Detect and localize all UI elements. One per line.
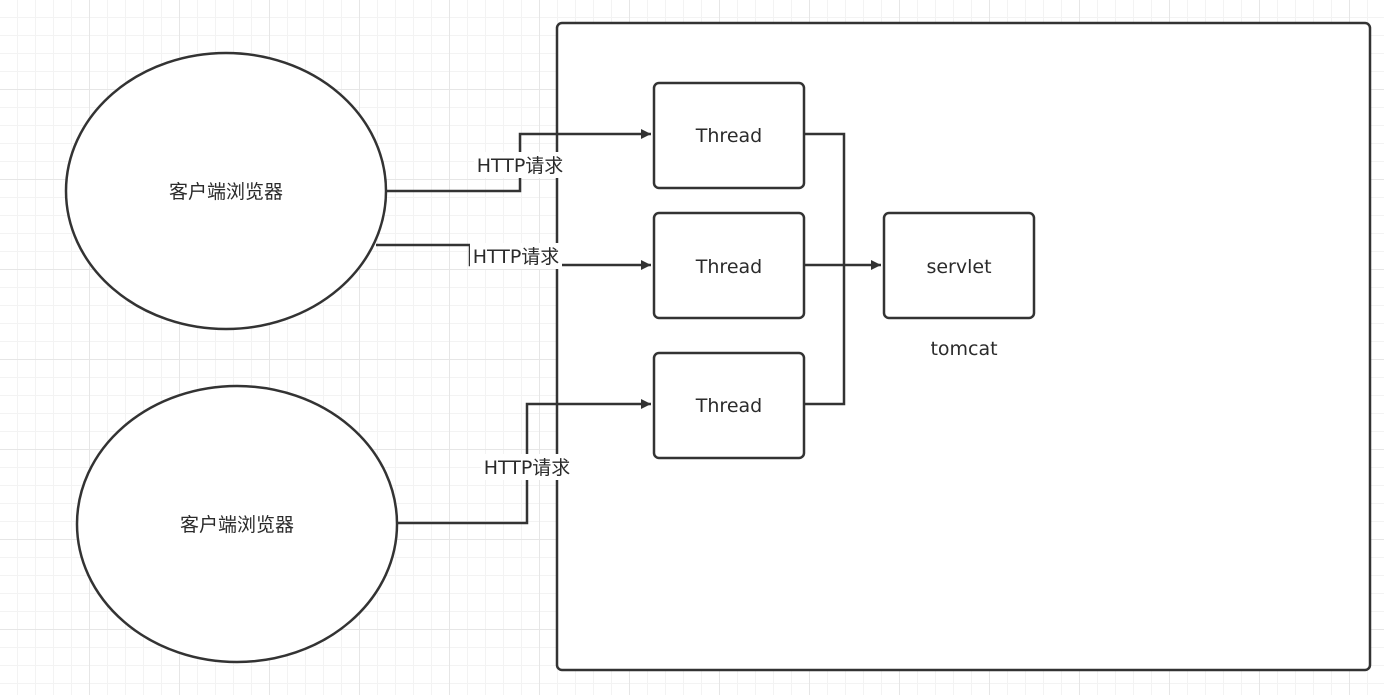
thread-box-rect bbox=[652, 351, 806, 460]
thread-label: Thread bbox=[695, 256, 762, 278]
servlet-label: servlet bbox=[926, 256, 991, 278]
thread-box-rect bbox=[652, 81, 806, 190]
edge-client1-thread1[interactable]: HTTP请求 bbox=[386, 129, 651, 193]
client-browser-label: 客户端浏览器 bbox=[169, 181, 283, 203]
client-browser-1[interactable]: 客户端浏览器 bbox=[64, 51, 388, 331]
thread-label: Thread bbox=[695, 395, 762, 417]
thread-box-rect bbox=[652, 211, 806, 320]
thread-box-2[interactable]: Thread bbox=[652, 211, 806, 320]
client-browser-label: 客户端浏览器 bbox=[180, 514, 294, 536]
edge-label: HTTP请求 bbox=[473, 246, 560, 268]
thread-label: Thread bbox=[695, 125, 762, 147]
edge-label: HTTP请求 bbox=[477, 155, 564, 177]
servlet-box[interactable]: servlet bbox=[882, 211, 1036, 320]
client-browser-2[interactable]: 客户端浏览器 bbox=[75, 384, 399, 664]
edge-label-background bbox=[481, 454, 573, 480]
edge-threads-servlet[interactable] bbox=[804, 132, 881, 406]
servlet-box-rect bbox=[882, 211, 1036, 320]
edge-label: HTTP请求 bbox=[484, 457, 571, 479]
tomcat-label: tomcat bbox=[930, 338, 997, 360]
edge-label-background bbox=[470, 243, 562, 269]
edge-label-background bbox=[474, 152, 566, 178]
thread-box-3[interactable]: Thread bbox=[652, 351, 806, 460]
edge-client1-thread2[interactable]: HTTP请求 bbox=[376, 243, 651, 270]
thread-box-1[interactable]: Thread bbox=[652, 81, 806, 190]
edge-client2-thread3[interactable]: HTTP请求 bbox=[397, 399, 651, 525]
thread-merge-line bbox=[804, 132, 846, 406]
